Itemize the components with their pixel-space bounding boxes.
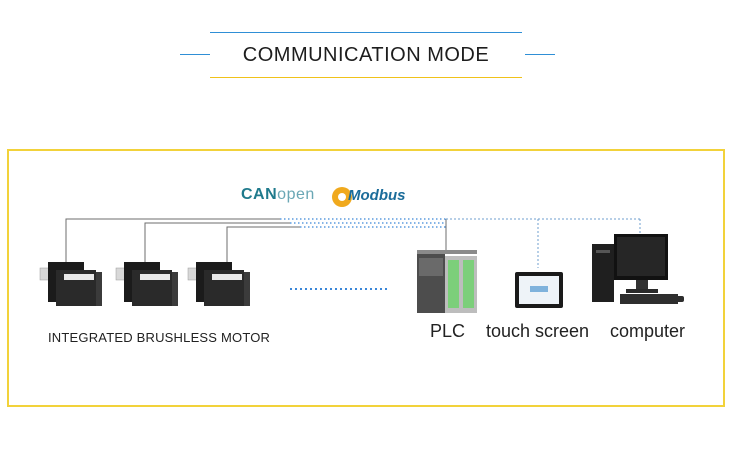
diagram-frame — [7, 149, 725, 407]
dotted-bus — [280, 218, 446, 228]
title-banner: COMMUNICATION MODE — [180, 32, 555, 78]
bus-line-mid — [144, 222, 290, 262]
plc-icon — [417, 250, 477, 313]
motor-icon — [39, 262, 102, 306]
touch-screen-label: touch screen — [486, 321, 590, 341]
modbus-gear-icon — [332, 187, 352, 207]
title-right-rule — [525, 54, 555, 55]
touch-screen-icon — [515, 272, 563, 308]
modbus-logo: Modbus — [348, 187, 406, 204]
bus-line-top — [65, 218, 280, 262]
canopen-logo: CANopen — [241, 186, 315, 203]
motor-label: INTEGRATED BRUSHLESS MOTOR — [48, 330, 271, 345]
plc-label: PLC — [430, 321, 466, 341]
title-left-rule — [180, 54, 210, 55]
page-title: COMMUNICATION MODE — [242, 43, 490, 66]
bus-lines — [65, 218, 300, 262]
computer-icon — [592, 234, 684, 304]
motor-icon — [187, 262, 250, 306]
computer-label: computer — [610, 321, 686, 341]
motor-icon — [115, 262, 178, 306]
title-box: COMMUNICATION MODE — [210, 32, 522, 78]
bus-line-low — [226, 226, 300, 262]
